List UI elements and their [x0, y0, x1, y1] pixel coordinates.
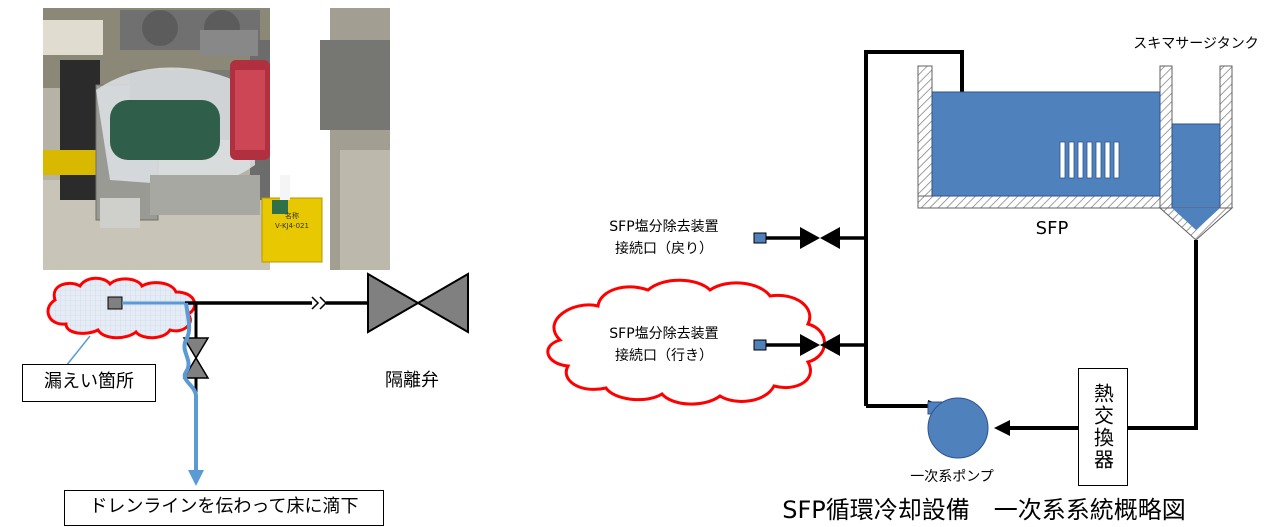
- fuel-rack: [1059, 141, 1120, 179]
- photo-tag-id: V-KJ4-021: [275, 222, 309, 230]
- sfp-wall-left: [917, 65, 933, 199]
- skimmer-cone-water: [1172, 208, 1220, 230]
- leak-pointer-line: [65, 335, 91, 367]
- photo-tag-name: 名称: [285, 211, 299, 220]
- return-port-label-2: 接続口（戻り）: [615, 240, 713, 257]
- sfp-wall-right: [1159, 65, 1173, 209]
- leak-water-path: [182, 302, 198, 474]
- supply-port-valve-icon: [800, 334, 840, 356]
- return-port-label-1: SFP塩分除去装置: [609, 219, 718, 235]
- supply-port-label-2: 接続口（行き）: [615, 347, 713, 364]
- skimmer-water: [1171, 123, 1221, 209]
- isolation-valve-icon: [367, 272, 469, 334]
- leak-photo: 名称 V-KJ4-021: [43, 8, 390, 270]
- supply-port-label-1: SFP塩分除去装置: [609, 326, 718, 342]
- pump-label: 一次系ポンプ: [910, 469, 994, 485]
- sfp-floor: [917, 195, 1163, 209]
- leak-water-arrowhead: [188, 470, 204, 486]
- skimmer-wall-right: [1219, 65, 1233, 209]
- leak-location-label: 漏えい箇所: [22, 364, 156, 402]
- outlet-pipe: [1128, 240, 1198, 430]
- primary-pump-icon: [927, 397, 989, 459]
- leak-nozzle: [107, 296, 123, 310]
- sfp-water: [931, 91, 1161, 197]
- isolation-valve-label: 隔離弁: [385, 370, 439, 391]
- return-port-icon: [753, 232, 767, 244]
- skimmer-tank-label: スキマサージタンク: [1133, 36, 1258, 52]
- sfp-label: SFP: [1036, 218, 1069, 239]
- return-port-valve-icon: [800, 227, 840, 249]
- heat-exchanger-label: 熱交換器: [1090, 383, 1115, 471]
- heat-exchanger-box: 熱交換器: [1078, 368, 1128, 486]
- supply-port-highlight-cloud: [546, 278, 826, 406]
- supply-port-icon: [753, 339, 767, 351]
- drain-description-label: ドレンラインを伝わって床に滴下: [64, 490, 384, 526]
- diagram-title: SFP循環冷却設備 一次系系統概略図: [782, 496, 1186, 524]
- hx-to-pump-arrowhead: [994, 420, 1010, 436]
- pipe-break-mark: [311, 296, 328, 310]
